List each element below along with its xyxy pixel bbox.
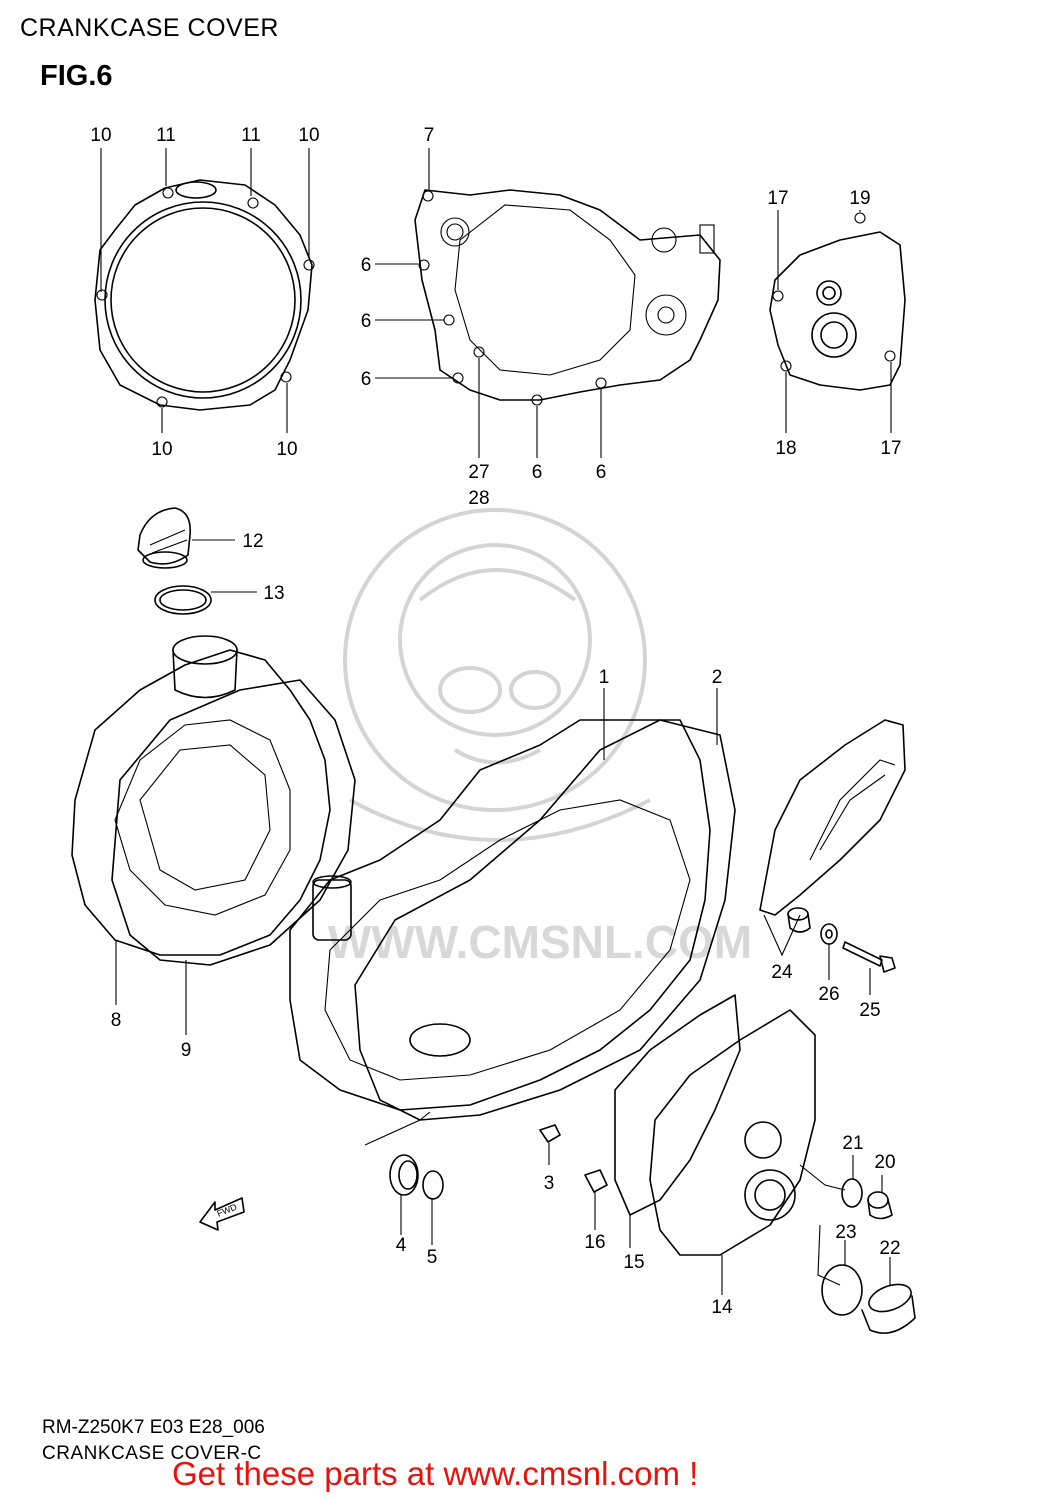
section-title: CRANKCASE COVER-C xyxy=(42,1443,262,1464)
part-circlip-5 xyxy=(422,1170,444,1200)
part-o-ring-23 xyxy=(821,1264,863,1316)
part-clutch-cover-top xyxy=(94,179,315,411)
callout-6: 6 xyxy=(596,462,607,483)
watermark-logo: WWW.CMSNL.COM xyxy=(328,508,752,968)
callout-6: 6 xyxy=(361,311,372,332)
part-dowel-3 xyxy=(539,1124,561,1143)
part-pump-cover-14 xyxy=(649,1009,816,1256)
watermark-text: WWW.CMSNL.COM xyxy=(328,916,752,968)
callout-6: 6 xyxy=(361,369,372,390)
callout-11: 11 xyxy=(241,125,261,146)
part-plug-22 xyxy=(861,1283,916,1334)
callout-20: 20 xyxy=(874,1152,895,1173)
callout-28: 28 xyxy=(468,488,489,509)
callout-25: 25 xyxy=(859,1000,880,1021)
callout-19: 19 xyxy=(849,188,870,209)
callout-9: 9 xyxy=(181,1040,192,1061)
callout-18: 18 xyxy=(775,438,796,459)
callout-8: 8 xyxy=(111,1010,122,1031)
callout-6: 6 xyxy=(361,255,372,276)
callout-12: 12 xyxy=(242,531,263,552)
callout-27: 27 xyxy=(468,462,489,483)
part-oil-seal-4 xyxy=(389,1154,419,1196)
part-clutch-cover xyxy=(71,635,331,956)
callout-17: 17 xyxy=(880,438,901,459)
part-gasket-2 xyxy=(354,719,736,1121)
part-gasket-7 xyxy=(414,189,721,406)
page-title: CRANKCASE COVER xyxy=(20,14,279,42)
callout-10: 10 xyxy=(151,439,172,460)
part-gasket-9 xyxy=(111,679,356,966)
callout-labels: 10 11 11 10 10 10 7 6 6 6 27 28 6 6 17 1… xyxy=(90,125,901,1318)
callout-11: 11 xyxy=(156,125,176,146)
part-gasket-15 xyxy=(614,994,741,1216)
model-code: RM-Z250K7 E03 E28_006 xyxy=(42,1417,265,1438)
part-bolt-25 xyxy=(842,941,896,973)
promo-link[interactable]: Get these parts at www.cmsnl.com ! xyxy=(172,1455,699,1492)
leader-lines xyxy=(100,148,892,1295)
callout-23: 23 xyxy=(835,1222,856,1243)
fwd-arrow-icon: FWD xyxy=(199,1197,245,1231)
callout-1: 1 xyxy=(599,667,610,688)
part-chain-guide-bracket xyxy=(759,719,906,916)
callout-10: 10 xyxy=(276,439,297,460)
callout-22: 22 xyxy=(879,1238,900,1259)
part-dowel-16 xyxy=(584,1169,608,1193)
fwd-label: FWD xyxy=(215,1202,238,1219)
part-crankcase xyxy=(289,719,711,1111)
callout-16: 16 xyxy=(584,1232,605,1253)
callout-6: 6 xyxy=(532,462,543,483)
part-o-ring-13 xyxy=(154,585,212,615)
part-small-cover xyxy=(769,212,906,391)
callout-17: 17 xyxy=(767,188,788,209)
callout-21: 21 xyxy=(842,1133,863,1154)
part-washer-26 xyxy=(820,923,838,945)
callout-24: 24 xyxy=(771,962,793,983)
callout-3: 3 xyxy=(544,1173,555,1194)
part-spacer-24 xyxy=(787,907,811,933)
figure-label: FIG.6 xyxy=(40,60,113,92)
callout-5: 5 xyxy=(427,1247,438,1268)
callout-26: 26 xyxy=(818,984,839,1005)
part-oil-filler-cap xyxy=(137,507,192,569)
callout-10: 10 xyxy=(298,125,319,146)
part-plug-20 xyxy=(867,1191,893,1220)
callout-14: 14 xyxy=(711,1297,733,1318)
callout-2: 2 xyxy=(712,667,723,688)
callout-15: 15 xyxy=(623,1252,644,1273)
callout-13: 13 xyxy=(263,583,284,604)
callout-10: 10 xyxy=(90,125,111,146)
callout-4: 4 xyxy=(396,1235,407,1256)
callout-7: 7 xyxy=(424,125,435,146)
part-o-ring-21 xyxy=(841,1178,863,1208)
